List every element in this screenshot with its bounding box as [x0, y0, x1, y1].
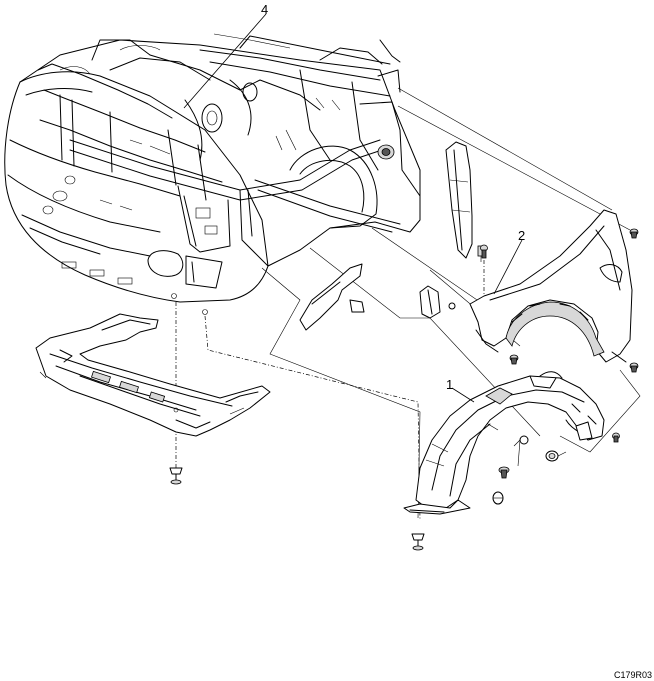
engine-under-cover — [35, 313, 271, 437]
vehicle-front-body — [4, 33, 421, 315]
liner-grommet-icon — [545, 450, 567, 462]
liner-screw-rear-icon — [612, 432, 620, 443]
figure-code: C179R03 — [614, 670, 653, 680]
callout-4-leader — [183, 13, 267, 109]
liner-clip-inner-icon — [513, 435, 529, 447]
fender-liner — [403, 371, 605, 515]
fender-bolt-top-icon — [629, 228, 639, 239]
liner-clip-side-icon — [498, 466, 510, 479]
fender-side-seal — [445, 141, 485, 262]
bracket-bolt-icon — [480, 244, 488, 259]
fender-bolt-rear-icon — [629, 362, 639, 373]
under-cover-clip-icon — [169, 467, 183, 485]
callout-label-2: 2 — [518, 228, 526, 243]
front-fender — [469, 209, 633, 363]
fender-bolt-front-icon — [509, 354, 519, 365]
liner-screw-icon — [492, 491, 504, 505]
callout-label-4: 4 — [261, 2, 269, 17]
callout-label-1: 1 — [446, 377, 454, 392]
fender-bracket — [299, 263, 456, 331]
fasteners — [169, 228, 639, 551]
liner-clip-bottom-icon — [411, 533, 425, 551]
